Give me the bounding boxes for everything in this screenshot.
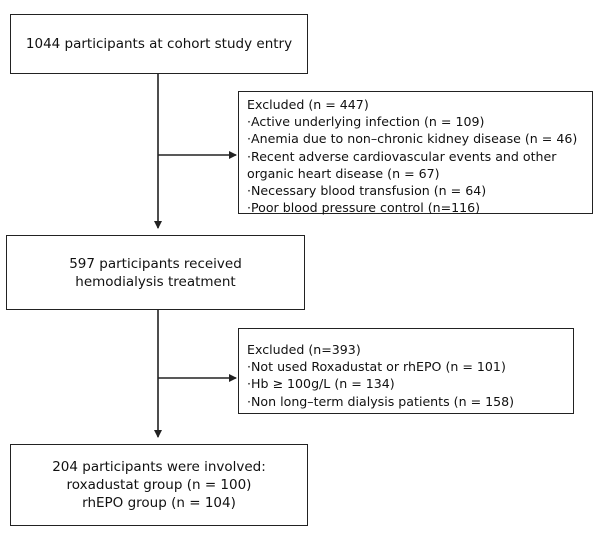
exclusion1-item: ·Anemia due to non–chronic kidney diseas… [247, 131, 578, 147]
exclusion2-title: Excluded (n=393) [247, 342, 361, 357]
exclusion2-item: ·Non long–term dialysis patients (n = 15… [247, 393, 515, 409]
final-box: 204 participants were involved: roxadust… [10, 444, 308, 526]
entry-text: 1044 participants at cohort study entry [25, 36, 293, 52]
exclusion1-item: ·Necessary blood transfusion (n = 64) [247, 183, 487, 199]
exclusion1-item: ·Recent adverse cardiovascular events an… [247, 148, 557, 181]
final-group-rhepo: rhEPO group (n = 104) [82, 495, 236, 511]
entry-box: 1044 participants at cohort study entry [10, 14, 308, 74]
exclusion1-item: ·Poor blood pressure control (n=116) [247, 200, 481, 216]
exclusion1-title: Excluded (n = 447) [247, 97, 369, 112]
hemodialysis-box: 597 participants received hemodialysis t… [6, 235, 305, 310]
final-title: 204 participants were involved: [52, 459, 266, 475]
exclusion-box-2: Excluded (n=393) ·Not used Roxadustat or… [238, 328, 574, 414]
final-group-roxadustat: roxadustat group (n = 100) [66, 477, 252, 493]
exclusion1-item: ·Active underlying infection (n = 109) [247, 114, 485, 130]
hemodialysis-text: 597 participants received hemodialysis t… [69, 255, 242, 290]
exclusion-box-1: Excluded (n = 447) ·Active underlying in… [238, 91, 593, 216]
exclusion2-item: ·Not used Roxadustat or rhEPO (n = 101) [247, 359, 506, 375]
exclusion2-item: ·Hb ≥ 100g/L (n = 134) [247, 376, 395, 392]
